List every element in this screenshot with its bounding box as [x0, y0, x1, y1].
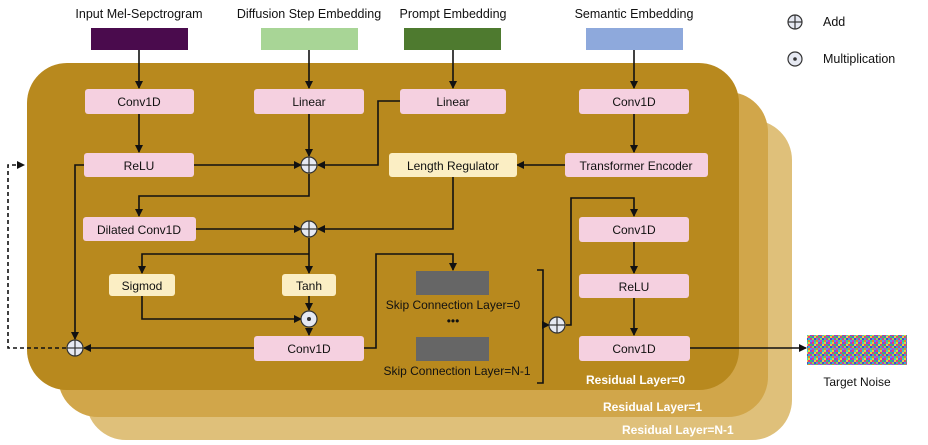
linear-prompt-block — [400, 89, 506, 114]
diffusion-step-bar — [261, 28, 358, 50]
conv1d-right-top-block — [579, 217, 689, 242]
sigmoid-label: Sigmod — [122, 279, 163, 293]
relu-right-block — [579, 274, 689, 298]
conv1d-bottom-block — [254, 336, 364, 361]
mel-spectrogram-bar — [91, 28, 188, 50]
residual-layer-1-label: Residual Layer=1 — [603, 400, 702, 414]
input-semantic-title: Semantic Embedding — [575, 7, 694, 21]
add-node-skip-sum — [548, 316, 566, 334]
relu-left-label: ReLU — [124, 159, 155, 173]
multiply-node-gate — [300, 310, 318, 328]
conv1d-semantic-block — [579, 89, 689, 114]
connections — [7, 50, 807, 384]
skip-connection-box-last — [416, 337, 489, 361]
conv1d-mel-label: Conv1D — [117, 95, 161, 109]
input-step-title: Diffusion Step Embedding — [237, 7, 381, 21]
tanh-label: Tanh — [296, 279, 322, 293]
skip-connection-ellipsis: ••• — [447, 314, 460, 328]
add-legend-label: Add — [823, 15, 845, 29]
residual-loop-arrow — [7, 161, 66, 349]
add-node-condition — [300, 220, 318, 238]
transformer-encoder-block — [565, 153, 708, 177]
conv1d-semantic-label: Conv1D — [612, 95, 656, 109]
add-node-step — [300, 156, 318, 174]
linear-step-block — [254, 89, 364, 114]
residual-layer-n-1-label: Residual Layer=N-1 — [622, 423, 734, 437]
conv1d-right-top-label: Conv1D — [612, 223, 656, 237]
relu-right-label: ReLU — [619, 280, 650, 294]
conv1d-right-bottom-block — [579, 336, 690, 361]
residual-layer-panel-0 — [27, 63, 739, 390]
sigmoid-block — [109, 274, 175, 296]
skip-connection-first-label: Skip Connection Layer=0 — [386, 298, 521, 312]
dilated-conv1d-block — [83, 217, 196, 241]
length-regulator-label: Length Regulator — [407, 159, 499, 173]
add-node-residual — [66, 339, 84, 357]
conv1d-bottom-label: Conv1D — [287, 342, 331, 356]
input-mel-title: Input Mel-Sepctrogram — [75, 7, 202, 21]
target-noise-image — [807, 335, 907, 365]
length-regulator-block — [389, 153, 517, 177]
tanh-block — [282, 274, 336, 296]
transformer-encoder-label: Transformer Encoder — [580, 159, 693, 173]
legend: Add Multiplication — [787, 14, 895, 67]
target-noise-label: Target Noise — [823, 375, 891, 389]
add-legend-icon — [787, 14, 803, 30]
prompt-embedding-bar — [404, 28, 501, 50]
dilated-conv1d-label: Dilated Conv1D — [97, 223, 181, 237]
input-prompt-title: Prompt Embedding — [399, 7, 506, 21]
skip-connection-box-first — [416, 271, 489, 295]
conv1d-right-bottom-label: Conv1D — [612, 342, 656, 356]
relu-left-block — [84, 153, 194, 177]
linear-prompt-label: Linear — [436, 95, 469, 109]
residual-layer-0-label: Residual Layer=0 — [586, 373, 685, 387]
semantic-embedding-bar — [586, 28, 683, 50]
skip-connection-last-label: Skip Connection Layer=N-1 — [383, 364, 530, 378]
multiply-legend-icon — [787, 51, 803, 67]
linear-step-label: Linear — [292, 95, 325, 109]
conv1d-mel-block — [85, 89, 194, 114]
multiply-legend-label: Multiplication — [823, 52, 895, 66]
